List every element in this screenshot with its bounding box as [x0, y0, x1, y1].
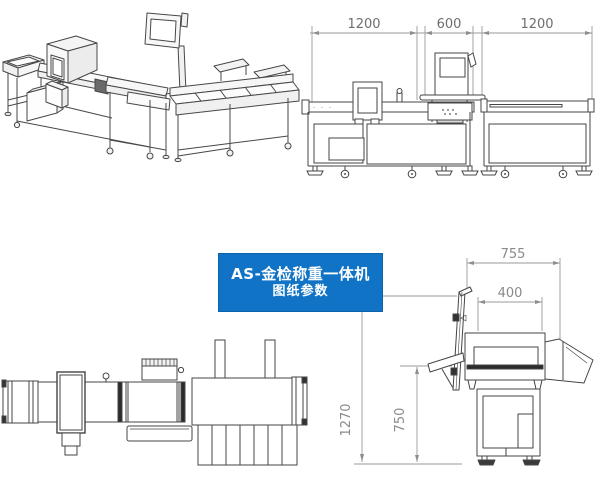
plan-slat-tray: [197, 424, 298, 466]
machine-caster: [340, 165, 350, 179]
dim-belt-height: 750: [393, 408, 408, 433]
drawing-label-box: AS-金检称重一体机 图纸参数: [218, 253, 383, 312]
end-view: 755 400 1270 750: [339, 247, 594, 466]
end-chute: [544, 338, 594, 384]
machine-foot: [575, 165, 593, 176]
end-machine: [427, 286, 594, 466]
dim-infeed-length: 1200: [347, 17, 380, 32]
iso-machine: [2, 12, 300, 163]
plan-collection-table: [191, 377, 293, 426]
machine-foot: [435, 165, 453, 176]
end-dimension-arrows: [360, 261, 560, 462]
drawing-subtitle: 图纸参数: [272, 284, 329, 299]
isometric-view: [2, 12, 300, 163]
plan-base-plate: [126, 425, 193, 442]
iso-diverter-arm-2: [253, 64, 291, 79]
iso-detector-box: [45, 83, 63, 109]
side-elevation-view: 1200 600 1200: [301, 17, 595, 179]
plan-outfeed: [291, 376, 308, 426]
machine-foot: [461, 165, 479, 176]
machine-caster: [407, 165, 417, 179]
drawing-title: AS-金检称重一体机: [231, 265, 370, 283]
plan-weigher: [121, 381, 182, 423]
machine-caster: [558, 165, 568, 179]
side-machine: [301, 52, 595, 167]
machine-caster: [500, 165, 510, 179]
plan-infeed: [2, 380, 39, 424]
side-weigher-belt: [427, 102, 473, 121]
dim-outfeed-length: 1200: [520, 17, 553, 32]
machine-foot: [306, 165, 324, 176]
dim-overall-height: 1270: [339, 403, 354, 436]
dim-overall-width: 755: [501, 247, 526, 262]
dim-weigher-length: 600: [437, 17, 462, 32]
iso-diverter-arm: [213, 58, 250, 73]
side-shelf: [419, 94, 486, 101]
plan-machine: [1, 339, 308, 466]
end-infeed-tray: [427, 352, 465, 373]
dim-belt-width: 400: [498, 286, 523, 301]
side-dimension-arrows: [312, 31, 592, 35]
machine-foot: [480, 165, 498, 176]
plan-view: [1, 339, 308, 466]
